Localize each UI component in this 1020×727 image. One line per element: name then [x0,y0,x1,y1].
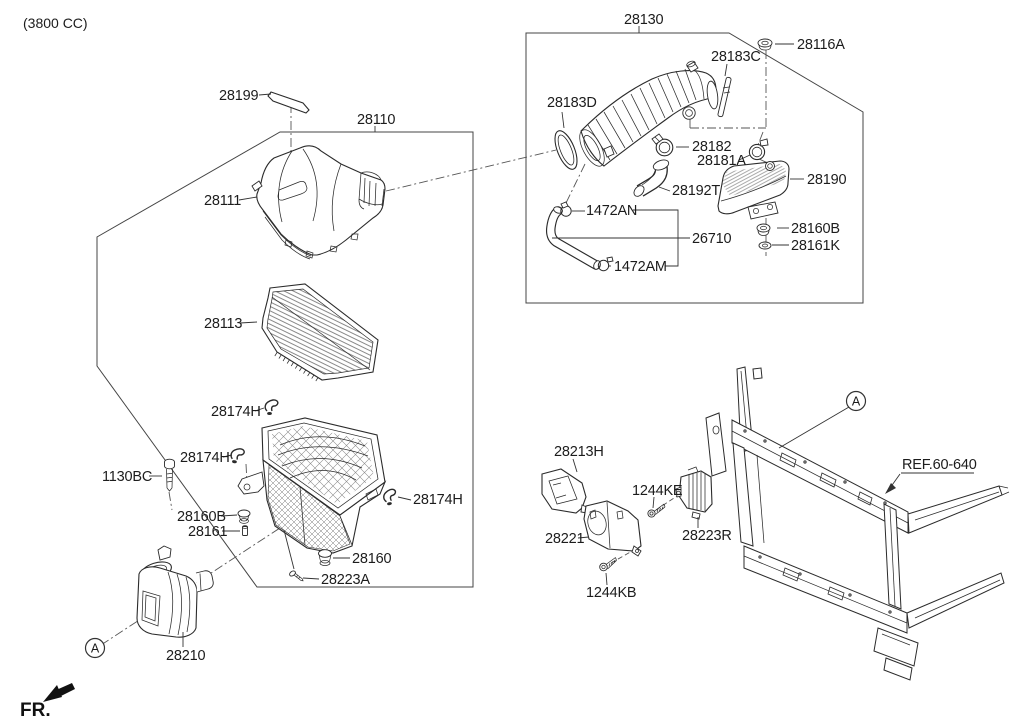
label-28160b-right: 28160B [791,221,840,237]
label-28130: 28130 [624,12,663,28]
label-28113: 28113 [204,316,242,332]
assembly-centerlines [100,50,769,646]
fr-arrow-icon [43,685,62,702]
air-cleaner-body-drawing [237,417,387,554]
label-28183c: 28183C [711,49,761,65]
ref-arrowhead [885,483,896,494]
label-28223r: 28223R [682,528,732,544]
label-28174h-right: 28174H [413,492,463,508]
clamp-1472an-drawing [560,201,572,217]
filter-element-drawing [261,283,379,382]
label-28223a: 28223A [321,572,370,588]
label-28174h-top: 28174H [211,404,261,420]
label-28160: 28160 [352,551,391,567]
label-28183d: 28183D [547,95,597,111]
label-28190: 28190 [807,172,846,188]
front-direction-indicator: FR. [20,683,75,721]
label-28161k: 28161K [791,238,840,254]
bracket-28223r-drawing [675,466,713,520]
resonator-28190-drawing [717,160,790,220]
label-1130bc: 1130BC [102,469,152,485]
bolt-1244ke-drawing [647,503,666,518]
air-cleaner-cover-drawing [251,145,386,260]
label-1472an: 1472AN [586,203,637,219]
assembly-group-boxes [96,26,864,588]
label-28111: 28111 [204,193,241,209]
clip-28174h-left [229,446,246,466]
section-markers: A A [84,390,867,659]
box-28110-outline [96,131,474,588]
clip-28174h-top [264,399,279,416]
engine-variant-label: (3800 CC) [23,15,88,31]
insulator-28160b-left-drawing [237,509,251,524]
label-28110: 28110 [357,112,395,128]
nut-28160b-right-drawing [756,223,771,236]
label-28221: 28221 [545,531,584,547]
fr-arrow-tail [54,683,75,696]
labels: (3800 CC) 28199 28110 28111 28113 28130 … [23,12,977,664]
hose-clamp-28182-drawing [651,133,674,157]
seal-strip-28199-drawing [267,91,310,114]
air-guide-28213h-drawing [541,468,590,514]
screw-28223a-drawing [289,570,304,582]
air-intake-duct-drawing [136,545,214,638]
pin-28161-drawing [242,525,248,536]
elbow-hose-28192t-drawing [633,159,670,197]
bolt-1130bc-drawing [164,458,175,492]
label-28161: 28161 [188,524,227,540]
nut-28116a-drawing [757,38,773,51]
label-28160b-left: 28160B [177,509,226,525]
label-28116a: 28116A [797,37,845,53]
label-1244ke: 1244KE [632,483,683,499]
label-28199: 28199 [219,88,258,104]
support-rod-28183c-drawing [717,76,732,118]
hose-clamp-28181a-drawing [748,138,769,161]
ring-28183d-drawing [554,130,578,170]
fr-label: FR. [20,700,51,721]
label-26710: 26710 [692,231,731,247]
marker-a-right: A [852,395,861,409]
insulator-28160-drawing [318,549,332,566]
bolt-1244kb-drawing [599,557,617,572]
clamp-1472am-drawing [597,256,614,272]
leader-lines [149,43,974,647]
label-28182: 28182 [692,139,731,155]
label-28181a: 28181A [697,153,746,169]
washer-28161k-drawing [758,241,772,250]
air-duct-28221-drawing [583,500,642,557]
label-1244kb: 1244KB [586,585,636,601]
label-28210: 28210 [166,648,205,664]
clip-28174h-right [381,487,399,507]
marker-a-left: A [91,642,100,656]
box-28130-outline [525,32,864,304]
label-28174h-left: 28174H [180,450,230,466]
marker-a-circle-right [845,390,867,412]
label-ref-60-640: REF.60-640 [902,457,977,473]
label-28213h: 28213H [554,444,604,460]
label-28192t: 28192T [672,183,720,199]
marker-a-circle-left [84,637,106,659]
radiator-support-frame [705,366,1010,681]
label-1472am: 1472AM [614,259,667,275]
intake-hose-drawing [579,60,719,167]
